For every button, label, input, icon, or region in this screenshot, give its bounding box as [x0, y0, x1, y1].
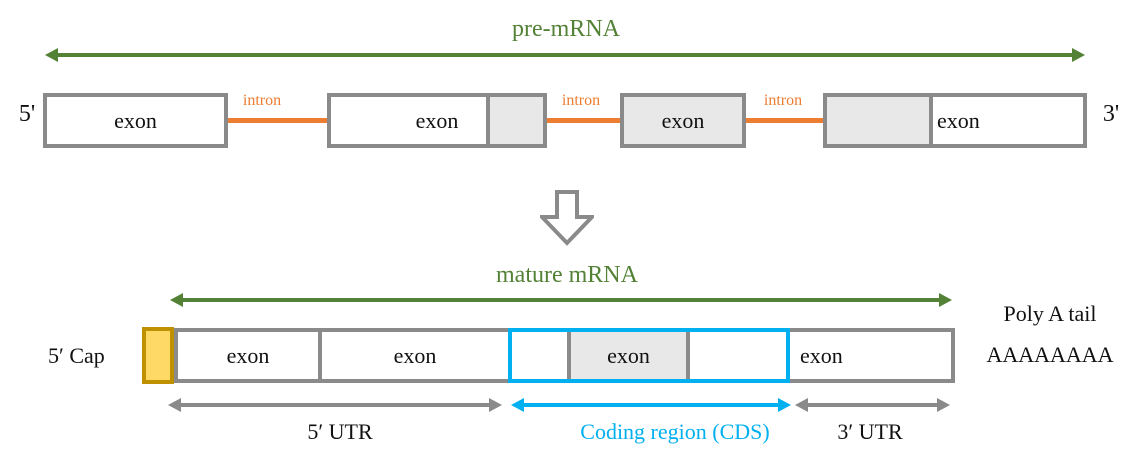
arrow-shaft — [520, 403, 782, 407]
mature-exon-box-2: exon — [318, 328, 512, 383]
five-cap-box — [142, 327, 174, 384]
intron-line-2 — [547, 118, 620, 123]
spliced-segment — [486, 97, 543, 144]
arrow-shaft — [177, 403, 493, 407]
arrow-shaft — [804, 403, 941, 407]
exon-label: exon — [661, 107, 705, 133]
exon-label: exon — [800, 342, 843, 368]
exon-label: exon — [226, 342, 270, 368]
spliced-segment — [827, 97, 933, 144]
intron-label-3: intron — [763, 92, 803, 109]
intron-label-1: intron — [242, 92, 282, 109]
mature-mrna-title: mature mRNA — [496, 262, 638, 288]
pre-mrna-exon-box-2: exon — [327, 93, 547, 148]
arrow-shaft — [54, 53, 1076, 57]
pre-mrna-exon-box-3: exon — [620, 93, 746, 148]
poly-a-sequence: AAAAAAAA — [986, 342, 1114, 367]
three-utr-label: 3′ UTR — [837, 419, 903, 444]
three-utr-arrow — [795, 398, 950, 412]
five-utr-label: 5′ UTR — [307, 419, 373, 444]
intron-line-3 — [746, 118, 823, 123]
cds-label: Coding region (CDS) — [580, 419, 770, 444]
three-prime-end-label: 3' — [1102, 101, 1120, 127]
arrow-shaft — [179, 298, 943, 302]
mature-exon-box-4: exon — [786, 328, 955, 383]
pre-mrna-title: pre-mRNA — [512, 16, 620, 42]
pre-mrna-exon-box-1: exon — [43, 93, 228, 148]
mature-exon-box-1: exon — [174, 328, 322, 383]
poly-a-tail-title: Poly A tail — [1003, 301, 1097, 326]
pre-mrna-exon-box-4: exon — [823, 93, 1087, 148]
exon-label: exon — [393, 342, 437, 368]
five-prime-end-label: 5' — [18, 101, 36, 127]
mature-exon-box-3: exon — [567, 332, 690, 379]
splicing-down-arrow-icon — [540, 190, 594, 246]
cds-arrow — [511, 398, 791, 412]
five-cap-label: 5′ Cap — [48, 343, 105, 368]
exon-label: exon — [415, 107, 459, 133]
five-utr-arrow — [168, 398, 502, 412]
intron-label-2: intron — [561, 92, 601, 109]
exon-label: exon — [114, 107, 157, 133]
exon-label: exon — [607, 342, 650, 368]
cds-region-box: exon — [508, 328, 790, 383]
mature-mrna-span-arrow — [170, 293, 952, 307]
intron-line-1 — [228, 118, 327, 123]
exon-label: exon — [937, 107, 980, 133]
pre-mrna-span-arrow — [45, 48, 1085, 62]
